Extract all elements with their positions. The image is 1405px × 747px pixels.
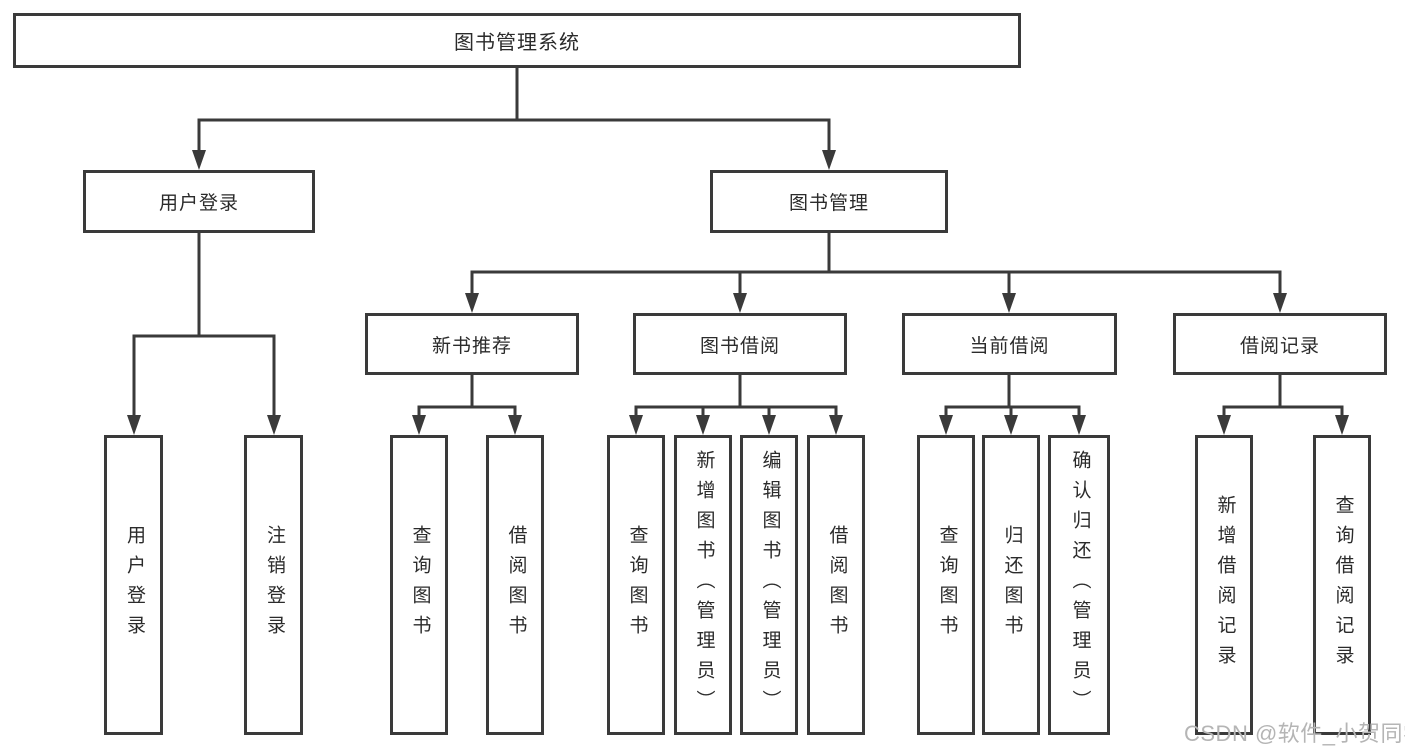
node-root-label: 图书管理系统	[454, 32, 580, 54]
leaf-newbook-borrow: 借阅图书	[486, 435, 544, 735]
node-borrow-record: 借阅记录	[1173, 313, 1387, 375]
connector-book-borrow-split	[634, 375, 838, 417]
leaf-current-query-label: 查询图书	[936, 525, 958, 645]
leaf-newbook-borrow-label: 借阅图书	[505, 525, 527, 645]
node-root-system: 图书管理系统	[13, 13, 1021, 68]
leaf-borrow-edit-admin-label: 编辑图书（管理员）	[759, 450, 781, 720]
leaf-user-login-label: 用户登录	[123, 525, 145, 645]
connector-current-borrow-split	[944, 375, 1081, 417]
leaf-newbook-query-label: 查询图书	[409, 525, 431, 645]
node-current-borrow: 当前借阅	[902, 313, 1117, 375]
arrowheads-level2	[192, 150, 836, 170]
leaf-borrow-add-admin: 新增图书（管理员）	[674, 435, 732, 735]
node-new-book-recommend: 新书推荐	[365, 313, 579, 375]
leaf-current-confirm-admin-label: 确认归还（管理员）	[1069, 450, 1091, 720]
arrowheads-current-borrow-leaves	[939, 415, 1086, 435]
arrowheads-level3	[465, 293, 1287, 313]
leaf-borrow-add-admin-label: 新增图书（管理员）	[693, 450, 715, 720]
arrowheads-borrow-record-leaves	[1217, 415, 1349, 435]
connector-new-book-split	[417, 375, 517, 417]
arrowheads-user-login-leaves	[127, 415, 281, 435]
leaf-current-return: 归还图书	[982, 435, 1040, 735]
leaf-borrow-edit-admin: 编辑图书（管理员）	[740, 435, 798, 735]
node-user-login-label: 用户登录	[158, 193, 239, 214]
node-book-management-label: 图书管理	[788, 193, 869, 214]
leaf-user-login: 用户登录	[104, 435, 163, 735]
leaf-record-query-label: 查询借阅记录	[1332, 495, 1354, 675]
leaf-current-confirm-admin: 确认归还（管理员）	[1048, 435, 1110, 735]
leaf-current-query: 查询图书	[917, 435, 975, 735]
leaf-logout: 注销登录	[244, 435, 303, 735]
node-user-login: 用户登录	[83, 170, 315, 233]
connector-root-split	[197, 68, 831, 152]
node-book-borrow-label: 图书借阅	[699, 335, 780, 357]
leaf-borrow-query-label: 查询图书	[626, 525, 648, 645]
leaf-borrow-query: 查询图书	[607, 435, 665, 735]
connector-borrow-record-split	[1222, 375, 1344, 417]
node-current-borrow-label: 当前借阅	[969, 335, 1050, 357]
csdn-watermark: CSDN @软件_小贺同学	[1184, 721, 1405, 746]
arrowheads-new-book-leaves	[412, 415, 522, 435]
connector-book-mgmt-split	[470, 233, 1282, 295]
leaf-record-add-label: 新增借阅记录	[1214, 495, 1236, 675]
connector-user-login-split	[132, 233, 276, 417]
leaf-newbook-query: 查询图书	[390, 435, 448, 735]
node-book-borrow: 图书借阅	[633, 313, 847, 375]
leaf-logout-label: 注销登录	[263, 525, 285, 645]
leaf-record-query: 查询借阅记录	[1313, 435, 1371, 735]
leaf-borrow-borrow-label: 借阅图书	[826, 525, 848, 645]
node-new-book-recommend-label: 新书推荐	[431, 335, 512, 357]
leaf-record-add: 新增借阅记录	[1195, 435, 1253, 735]
leaf-current-return-label: 归还图书	[1001, 525, 1023, 645]
leaf-borrow-borrow: 借阅图书	[807, 435, 865, 735]
node-borrow-record-label: 借阅记录	[1239, 335, 1320, 357]
node-book-management: 图书管理	[710, 170, 948, 233]
arrowheads-book-borrow-leaves	[629, 415, 843, 435]
